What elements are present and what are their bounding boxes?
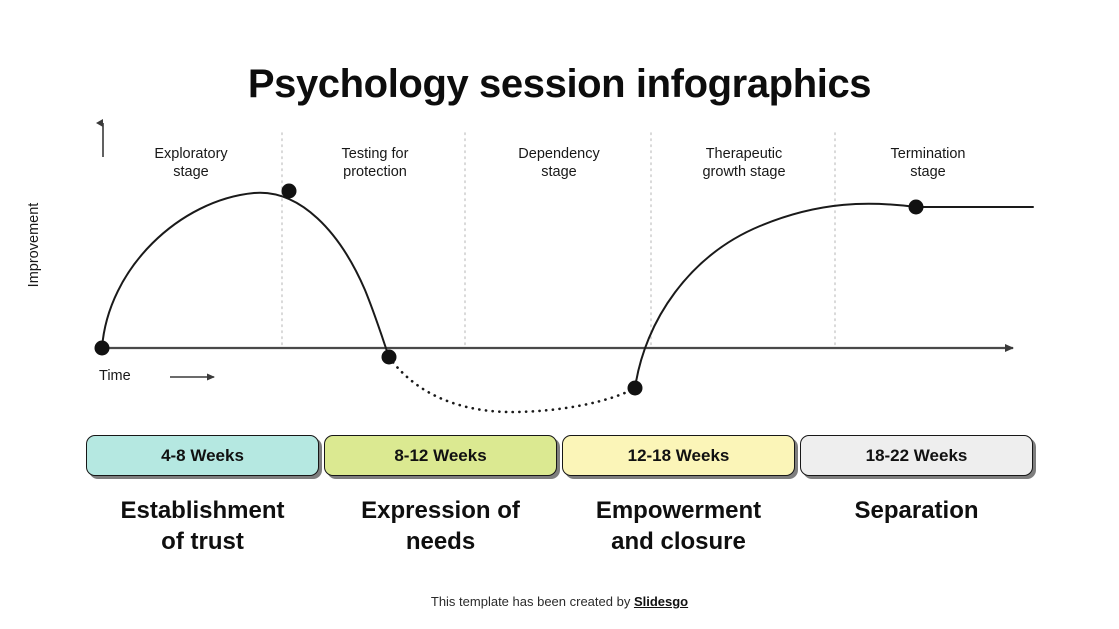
week-pill-12-18[interactable]: 12-18 Weeks xyxy=(562,435,795,476)
phase-caption-establishment-of-trust: Establishment of trust xyxy=(120,497,285,555)
week-pill-label: 12-18 Weeks xyxy=(627,445,730,465)
curve-exploratory-decline xyxy=(101,191,390,358)
phase-caption-expression-of-needs: Expression of needs xyxy=(361,497,520,555)
stage-label-testing-for-protection: Testing for protection xyxy=(341,146,409,180)
chart-area: Exploratory stage Testing for protection… xyxy=(26,119,1034,414)
marker-peak xyxy=(281,183,297,199)
marker-drop-bottom xyxy=(381,349,397,365)
week-pill-18-22[interactable]: 18-22 Weeks xyxy=(800,435,1033,476)
slidesgo-link[interactable]: Slidesgo xyxy=(633,594,689,609)
marker-plateau xyxy=(908,199,924,215)
curve-dependency-dip xyxy=(387,355,637,414)
phase-caption-empowerment-and-closure: Empowerment and closure xyxy=(595,497,762,555)
x-axis-label: Time xyxy=(99,368,131,384)
data-point-markers xyxy=(94,183,924,396)
week-pill-label: 18-22 Weeks xyxy=(865,445,968,465)
stage-label-exploratory: Exploratory stage xyxy=(154,146,228,180)
footer-text: This template has been created by xyxy=(430,594,634,609)
stage-label-dependency: Dependency stage xyxy=(518,146,600,180)
y-axis-label: Improvement xyxy=(26,202,42,288)
week-pill-8-12[interactable]: 8-12 Weeks xyxy=(324,435,557,476)
week-pill-4-8[interactable]: 4-8 Weeks xyxy=(86,435,319,476)
phase-caption-separation: Separation xyxy=(854,497,979,524)
stage-label-therapeutic-growth: Therapeutic growth stage xyxy=(702,146,786,180)
curve-therapeutic-growth xyxy=(634,202,1034,389)
progress-curve-chart xyxy=(94,119,1034,414)
footer-credit: This template has been created by Slides… xyxy=(0,594,1119,609)
week-pill-label: 8-12 Weeks xyxy=(394,445,487,465)
stage-label-termination: Termination stage xyxy=(890,146,966,180)
marker-origin xyxy=(94,340,110,356)
page-title: Psychology session infographics xyxy=(247,62,872,106)
stage-divider-lines xyxy=(281,132,836,349)
week-pill-label: 4-8 Weeks xyxy=(161,445,244,465)
marker-dip-recovery xyxy=(627,380,643,396)
